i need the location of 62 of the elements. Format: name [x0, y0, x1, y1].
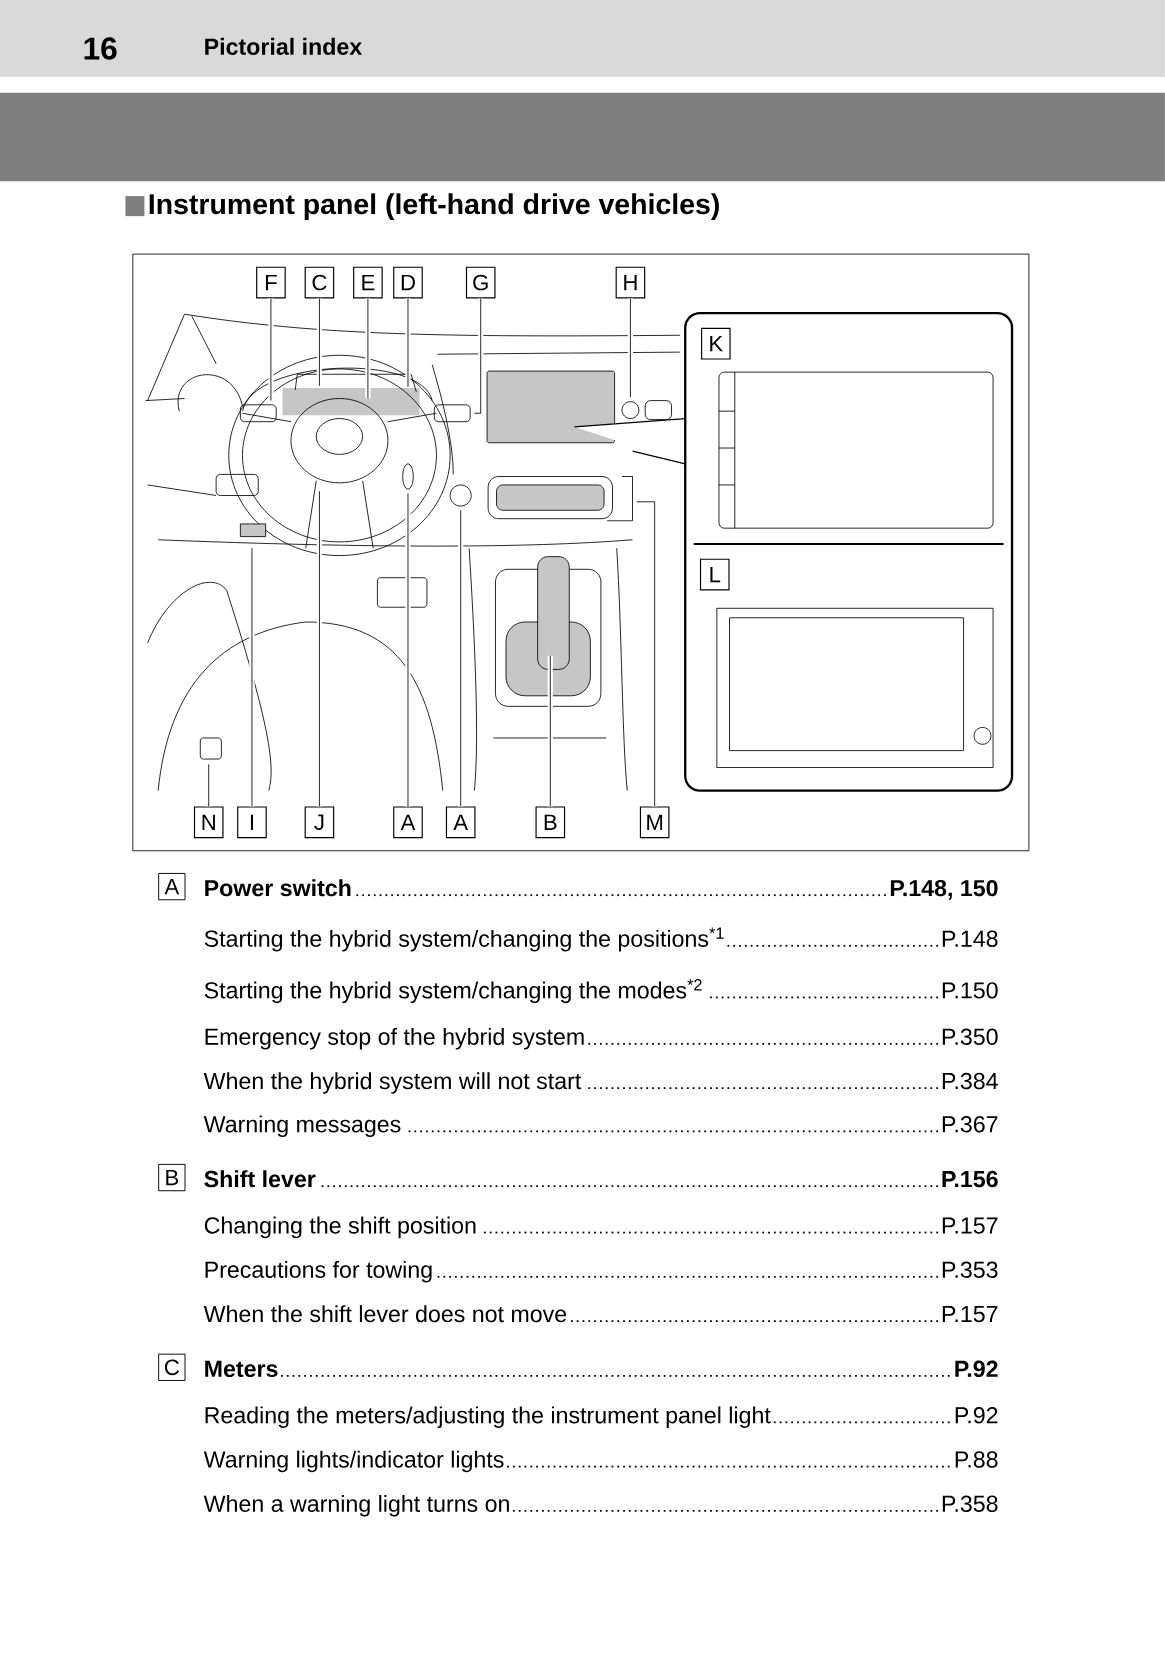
index-entry: When the shift lever does not move — [203, 1305, 567, 1323]
callout-letter: J — [304, 806, 335, 839]
page-reference: P.88 — [955, 1451, 998, 1468]
page-reference: P.157 — [942, 1217, 998, 1234]
callout-letter: A — [393, 806, 423, 839]
index-entry: Changing the shift position — [204, 1216, 476, 1239]
callout-letter: G — [465, 266, 496, 299]
index-letter: C — [158, 1353, 186, 1381]
callout-letter: C — [304, 266, 335, 299]
index-entry: Warning messages — [203, 1115, 401, 1138]
page-number: 16 — [84, 37, 117, 60]
leader-line — [365, 297, 371, 399]
index-entry: Emergency stop of the hybrid system — [205, 1027, 584, 1050]
leader-line — [405, 297, 411, 388]
index-entry: When the hybrid system will not start — [203, 1072, 582, 1094]
page-reference: P.150 — [942, 982, 998, 999]
index-heading: Power switch — [205, 879, 351, 897]
leader-line — [474, 297, 484, 416]
page-reference: P.353 — [942, 1261, 998, 1278]
index-entry: Precautions for towing — [205, 1260, 432, 1283]
page-reference: P.358 — [942, 1495, 998, 1512]
page-reference: P.92 — [955, 1360, 998, 1378]
callout-letter: N — [193, 806, 224, 839]
index-letter: B — [158, 1163, 186, 1192]
leader-line — [206, 763, 212, 807]
callout-letter: E — [353, 266, 383, 299]
callout-letter: L — [700, 558, 730, 591]
page-reference: P.384 — [942, 1072, 998, 1090]
index-entry: Warning lights/indicator lights — [203, 1450, 504, 1473]
page-reference: P.156 — [942, 1170, 998, 1188]
page-reference: P.157 — [942, 1306, 998, 1323]
page-reference: P.350 — [942, 1028, 998, 1045]
index-letter: A — [158, 872, 186, 901]
leader-line — [405, 492, 411, 807]
leader-line — [636, 499, 658, 807]
leader-line — [268, 297, 274, 402]
callout-letter: I — [237, 806, 267, 839]
page-reference: P.148 — [942, 930, 998, 947]
callout-letter: D — [393, 266, 423, 299]
leader-line — [547, 655, 553, 807]
leader-line — [316, 297, 323, 387]
leader-line — [316, 490, 323, 807]
page-reference: P.148, 150 — [890, 879, 998, 900]
index-entry: Starting the hybrid system/changing the modes$^{*2}$ — [204, 979, 702, 1004]
page-reference: P.92 — [955, 1407, 998, 1424]
callout-letter: A — [445, 806, 476, 839]
callout-letter: B — [535, 806, 566, 839]
leader-line — [627, 297, 634, 398]
index-entry: Starting the hybrid system/changing the positions$^{*1}$ — [204, 927, 724, 952]
callout-letter: F — [256, 266, 286, 299]
index-heading: Meters — [205, 1360, 278, 1378]
header-title: Pictorial index — [205, 37, 363, 55]
index-entry: Reading the meters/adjusting the instrument panel light — [205, 1406, 771, 1428]
leader-line — [249, 547, 255, 807]
index-entry: When a warning light turns on — [203, 1494, 509, 1517]
callout-letter: M — [639, 806, 670, 839]
page-reference: P.367 — [942, 1116, 998, 1133]
leader-line — [458, 509, 464, 807]
callout-letter: H — [615, 266, 646, 299]
index-heading: Shift lever — [204, 1170, 316, 1188]
callout-letter: K — [701, 327, 731, 360]
section-title: Instrument panel (left-hand drive vehicles) — [149, 193, 719, 220]
